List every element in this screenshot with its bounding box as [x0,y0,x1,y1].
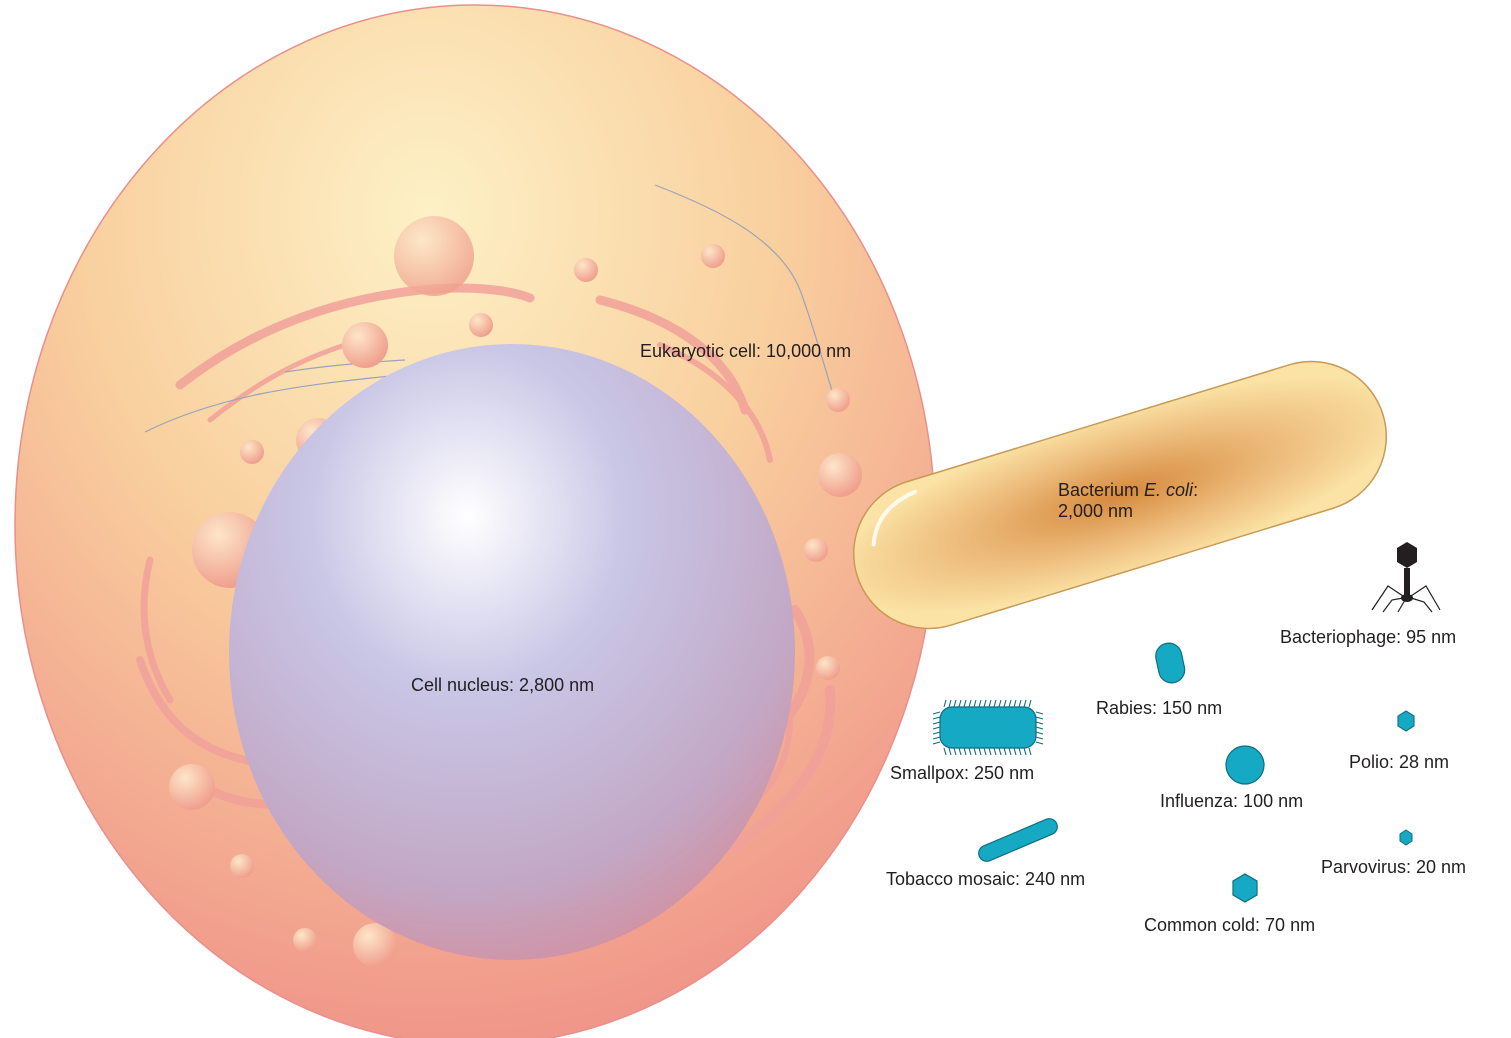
tobacco-mosaic-virus-icon [976,816,1060,864]
polio-virus-icon [1398,711,1414,731]
parvovirus-icon [1400,830,1412,845]
parvovirus-label: Parvovirus: 20 nm [1321,857,1466,878]
bacterium-label: Bacterium E. coli: [1058,480,1198,501]
smallpox-virus-icon [933,700,1043,755]
bacterium-species-name: E. coli [1144,480,1193,500]
influenza-virus-icon [1226,746,1264,784]
tobacco-mosaic-label: Tobacco mosaic: 240 nm [886,869,1085,890]
eukaryotic-cell-label: Eukaryotic cell: 10,000 nm [640,341,851,362]
rabies-virus-icon [1153,641,1187,686]
smallpox-label: Smallpox: 250 nm [890,763,1034,784]
common-cold-label: Common cold: 70 nm [1144,915,1315,936]
cell-nucleus [229,344,795,960]
common-cold-virus-icon [1233,874,1257,902]
bacteriophage-label: Bacteriophage: 95 nm [1280,627,1456,648]
cell-nucleus-label: Cell nucleus: 2,800 nm [411,675,594,696]
bacterium-label-prefix: Bacterium [1058,480,1144,500]
bacteriophage-icon [1372,542,1440,612]
influenza-label: Influenza: 100 nm [1160,791,1303,812]
polio-label: Polio: 28 nm [1349,752,1449,773]
bacterium-label-suffix: : [1193,480,1198,500]
rabies-label: Rabies: 150 nm [1096,698,1222,719]
bacterium-size-label: 2,000 nm [1058,501,1133,522]
